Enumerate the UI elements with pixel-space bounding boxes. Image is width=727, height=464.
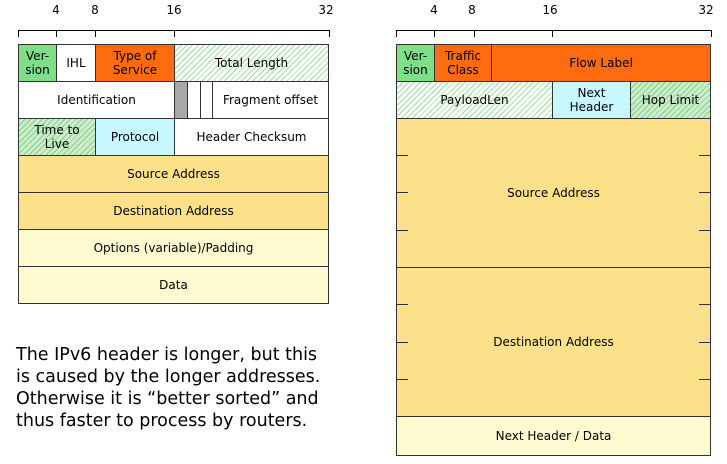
ruler-label-32: 32 (698, 3, 714, 17)
ruler-label-16: 16 (166, 3, 182, 17)
ipv6-version: Ver- sion (396, 44, 435, 82)
ipv4-flag-df (187, 81, 201, 119)
ruler-label-32: 32 (318, 3, 334, 17)
row-marker (699, 155, 711, 156)
ipv6-traffic-class: Traffic Class (434, 44, 492, 82)
ruler-tick-4 (56, 30, 57, 37)
ruler-label-8: 8 (91, 3, 99, 17)
ipv4-time-to-live: Time to Live (18, 118, 96, 156)
ipv4-data: Data (18, 266, 329, 304)
ipv4-protocol: Protocol (95, 118, 175, 156)
explanation-text: The IPv6 header is longer, but this is c… (16, 344, 336, 432)
ruler-tick-8 (474, 30, 475, 37)
ipv4-type-of-service: Type of Service (95, 44, 175, 82)
row-marker (396, 230, 408, 231)
ruler-line (18, 30, 329, 31)
ipv4-options-padding: Options (variable)/Padding (18, 229, 329, 267)
ipv6-source-address: Source Address (396, 118, 711, 268)
explanation-line-3: Otherwise it is “better sorted” and (16, 389, 319, 409)
row-marker (396, 192, 408, 193)
ipv4-header-checksum: Header Checksum (174, 118, 329, 156)
ruler-tick-0 (18, 30, 19, 37)
row-marker (396, 379, 408, 380)
ruler-line (396, 30, 711, 31)
ipv6-payload-length: PayloadLen (396, 81, 553, 119)
ipv6-next-header-data: Next Header / Data (396, 416, 711, 456)
ipv4-identification: Identification (18, 81, 175, 119)
explanation-line-1: The IPv6 header is longer, but this (16, 345, 318, 365)
ipv6-next-header: Next Header (552, 81, 631, 119)
row-marker (396, 304, 408, 305)
ruler-label-16: 16 (542, 3, 558, 17)
ipv6-destination-address: Destination Address (396, 267, 711, 417)
ipv4-flag-reserved (174, 81, 188, 119)
row-marker (699, 342, 711, 343)
row-marker (396, 342, 408, 343)
ipv6-hop-limit: Hop Limit (630, 81, 711, 119)
ipv6-flow-label: Flow Label (491, 44, 711, 82)
row-marker (396, 155, 408, 156)
ruler-tick-4 (434, 30, 435, 37)
ruler-tick-32 (329, 30, 330, 37)
ruler-label-4: 4 (430, 3, 438, 17)
ipv4-fragment-offset: Fragment offset (212, 81, 329, 119)
ruler-label-4: 4 (52, 3, 60, 17)
ruler-label-8: 8 (468, 3, 476, 17)
row-marker (699, 192, 711, 193)
row-marker (699, 230, 711, 231)
ipv4-ihl: IHL (56, 44, 96, 82)
ruler-tick-16 (174, 30, 175, 37)
row-marker (699, 304, 711, 305)
ipv4-total-length: Total Length (174, 44, 329, 82)
ruler-tick-16 (552, 30, 553, 37)
ipv4-version: Ver- sion (18, 44, 57, 82)
ipv4-destination-address: Destination Address (18, 192, 329, 230)
ruler-tick-0 (396, 30, 397, 37)
explanation-line-4: thus faster to process by routers. (16, 411, 308, 431)
row-marker (699, 379, 711, 380)
ruler-tick-8 (95, 30, 96, 37)
ipv4-source-address: Source Address (18, 155, 329, 193)
ruler-tick-32 (711, 30, 712, 37)
explanation-line-2: is caused by the longer addresses. (16, 367, 321, 387)
